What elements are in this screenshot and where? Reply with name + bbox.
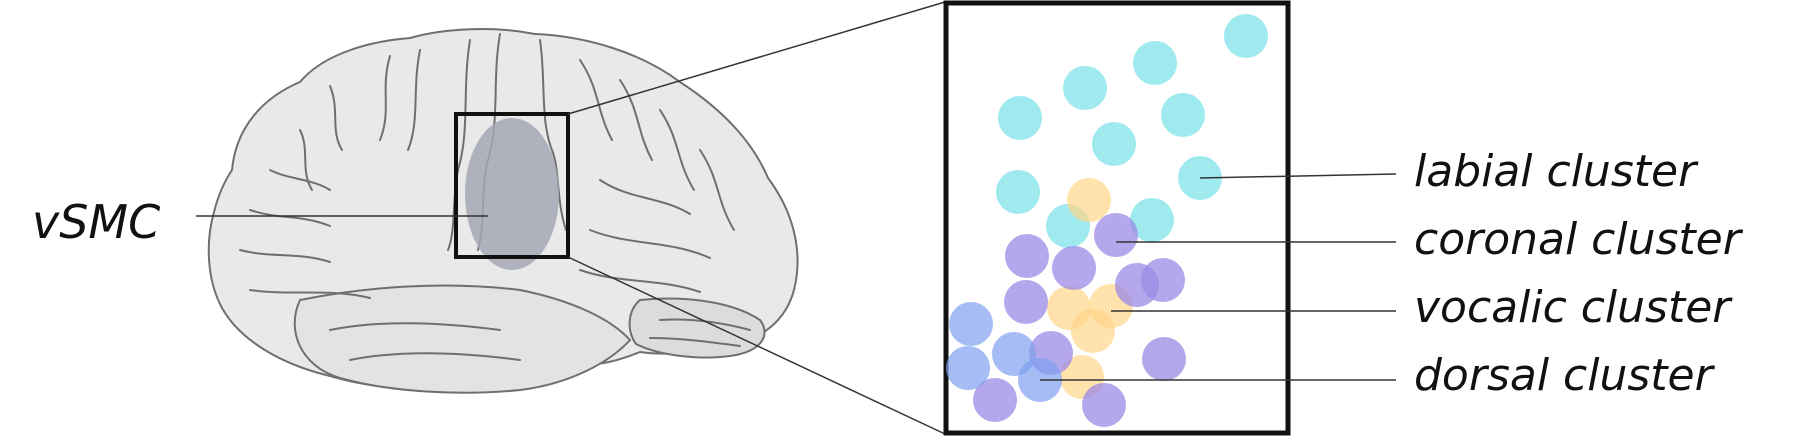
coronal-dot [1052, 246, 1096, 290]
vocalic-cluster-label: vocalic cluster [1414, 282, 1733, 333]
dorsal-dot [946, 346, 990, 390]
vocalic-dot [1067, 178, 1111, 222]
labial-dot [1063, 66, 1107, 110]
coronal-cluster-dots [973, 213, 1186, 427]
vsmc-highlight-region [465, 118, 559, 270]
coronal-dot [1004, 280, 1048, 324]
labial-cluster-label: labial cluster [1414, 146, 1699, 197]
vocalic-dot [1071, 309, 1115, 353]
brain-temporal-lobe [293, 284, 632, 394]
dorsal-dot [949, 302, 993, 346]
brain-sulci [239, 33, 751, 361]
labial-cluster-dots [996, 14, 1268, 248]
dorsal-cluster-dots [946, 302, 1062, 402]
labial-dot [996, 170, 1040, 214]
brain-illustration [207, 28, 799, 394]
labial-dot [1133, 41, 1177, 85]
coronal-dot [1082, 383, 1126, 427]
labial-leader-line [1199, 173, 1397, 179]
labial-dot [1130, 198, 1174, 242]
labial-dot [1161, 93, 1205, 137]
coronal-cluster-label: coronal cluster [1414, 214, 1744, 265]
zoom-connector-top [567, 1, 946, 115]
labial-dot [1224, 14, 1268, 58]
coronal-dot [1142, 337, 1186, 381]
coronal-dot [1094, 213, 1138, 257]
brain-cerebellum [628, 297, 766, 359]
vsmc-zoom-box [454, 112, 570, 259]
dorsal-cluster-label: dorsal cluster [1414, 350, 1716, 401]
coronal-dot [1141, 258, 1185, 302]
zoom-connector-bottom [567, 256, 946, 435]
coronal-dot [973, 378, 1017, 422]
vsmc-label: vSMC [32, 195, 160, 249]
coronal-dot [1005, 234, 1049, 278]
labial-dot [998, 96, 1042, 140]
labial-dot [1092, 122, 1136, 166]
